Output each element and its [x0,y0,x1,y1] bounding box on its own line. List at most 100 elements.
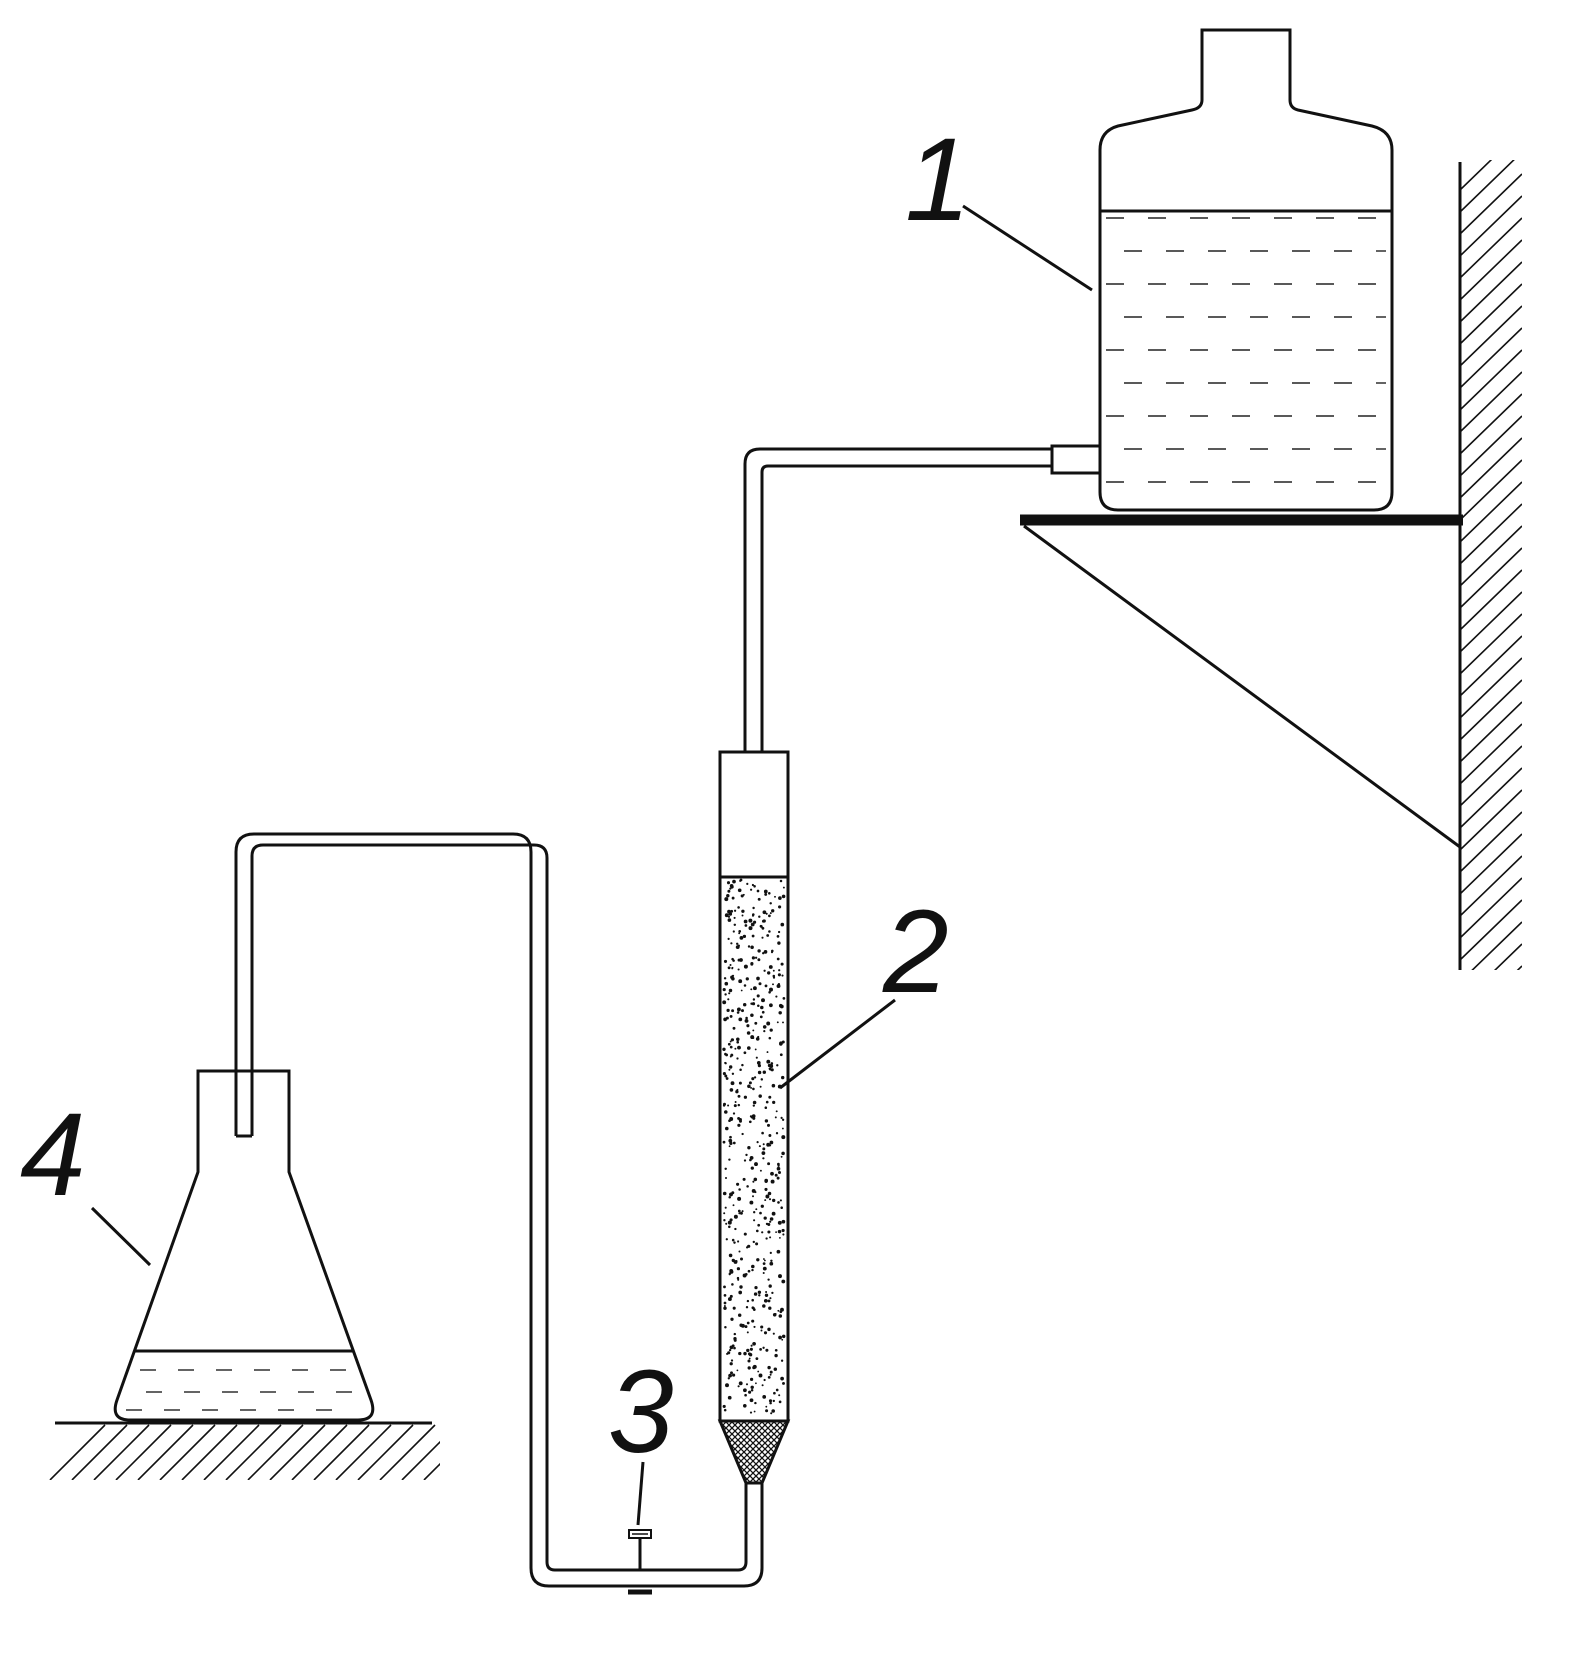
wall-hatch-line [1460,195,1522,257]
sorbent-grain [737,1313,742,1317]
floor-hatch-line [269,1424,326,1480]
sorbent-grain [768,892,771,895]
sorbent-grain [750,1344,753,1347]
sorbent-grain [743,919,748,924]
floor-hatch-line [247,1424,304,1480]
sorbent-grain [734,1227,737,1231]
sorbent-grain [756,1258,760,1262]
sorbent-grain [745,1306,749,1309]
sorbent-grain [729,1192,733,1197]
sorbent-grain [728,1272,732,1275]
sorbent-grain [755,1242,759,1246]
wall-hatch-line [1460,481,1522,543]
sorbent-grain [722,1047,726,1051]
sorbent-grain [730,942,733,945]
sorbent-grain [777,1309,780,1312]
wall-hatch-line [1460,327,1522,389]
sorbent-grain [771,1083,776,1088]
sorbent-grain [780,1307,784,1312]
sorbent-grain [774,1116,777,1119]
sorbent-grain [755,1037,760,1041]
wall-hatch-line [1460,349,1522,411]
sorbent-grain [782,1021,784,1024]
reservoir-bottle [1050,28,1394,512]
sorbent-grain [762,910,767,915]
sorbent-grain [775,1231,778,1234]
sorbent-grain [774,1353,778,1358]
sorbent-grain [762,952,765,955]
label-2: 2 [882,886,949,1018]
sorbent-grain [766,1021,771,1026]
sorbent-grain [768,1134,772,1137]
sorbent-grain [762,1070,767,1074]
sorbent-grain [769,1220,772,1223]
sorbent-grain [780,1359,784,1362]
sorbent-grain [749,1200,754,1205]
tube-column-to-flask [234,832,764,1588]
sorbent-grain [750,962,754,966]
sorbent-grain [777,1201,780,1204]
sorbent-grain [750,1115,754,1119]
wall-hatch-line [1460,239,1522,301]
sorbent-grain [731,977,735,981]
filtration-column [717,750,791,1485]
sorbent-grain [757,1290,762,1294]
sorbent-grain [781,894,786,899]
sorbent-grain [777,1220,782,1225]
flask-outline [113,1069,375,1422]
sorbent-grain [746,1299,750,1303]
sorbent-grain [728,1138,733,1143]
sorbent-grain [772,1198,776,1203]
sorbent-grain [772,1399,775,1403]
sorbent-grain [760,1204,764,1208]
wall-hatch-line [1460,283,1522,345]
floor-hatch-line [335,1424,392,1480]
sorbent-grain [761,1384,764,1387]
sorbent-grain [765,1405,768,1408]
sorbent-grain [765,1194,770,1199]
sorbent-grain [752,1341,756,1346]
sorbent-grain [730,909,734,913]
sorbent-grain [750,922,755,927]
sorbent-grain [737,1094,741,1098]
wall-hatch-line [1460,173,1522,235]
sorbent-grain [755,1208,758,1211]
sorbent-grain [723,1301,727,1305]
sorbent-grain [748,918,753,923]
sorbent-grain [742,1002,747,1007]
wall-hatch-line [1460,833,1522,895]
floor-hatch-line [181,1424,238,1480]
sorbent-grain [754,1285,758,1290]
sorbent-grain [767,1162,771,1166]
sorbent-grain [773,1391,776,1395]
sorbent-grain [763,889,768,894]
sorbent-grain [750,1002,753,1005]
sorbent-grain [732,1026,736,1030]
sorbent-grain [752,1364,757,1369]
sorbent-grain [744,1393,747,1397]
sorbent-grain [757,1070,762,1075]
receiving-flask [113,1069,375,1422]
sorbent-grain [759,1169,762,1172]
sorbent-grain [726,1008,730,1013]
sorbent-grain [724,1206,727,1209]
sorbent-grain [753,1076,757,1079]
sorbent-grain [753,1325,756,1328]
wall-hatch-line [1460,393,1522,455]
sorbent-grain [771,1291,774,1295]
sorbent-grain [762,1147,766,1151]
floor-hatch-line [49,1424,106,1480]
sorbent-grain [736,1007,741,1012]
sorbent-grain [775,1132,779,1135]
sorbent-grain [736,1040,740,1044]
sorbent-grain [762,1157,765,1160]
sorbent-grain [737,1123,741,1127]
sorbent-grain [738,1017,743,1022]
sorbent-grain [729,1014,733,1018]
sorbent-grain [754,1162,758,1167]
sorbent-grain [776,957,780,961]
sorbent-grain [751,1306,755,1309]
leader-1 [962,204,1093,292]
sorbent-grain [724,1176,728,1180]
sorbent-grain [767,1376,771,1379]
